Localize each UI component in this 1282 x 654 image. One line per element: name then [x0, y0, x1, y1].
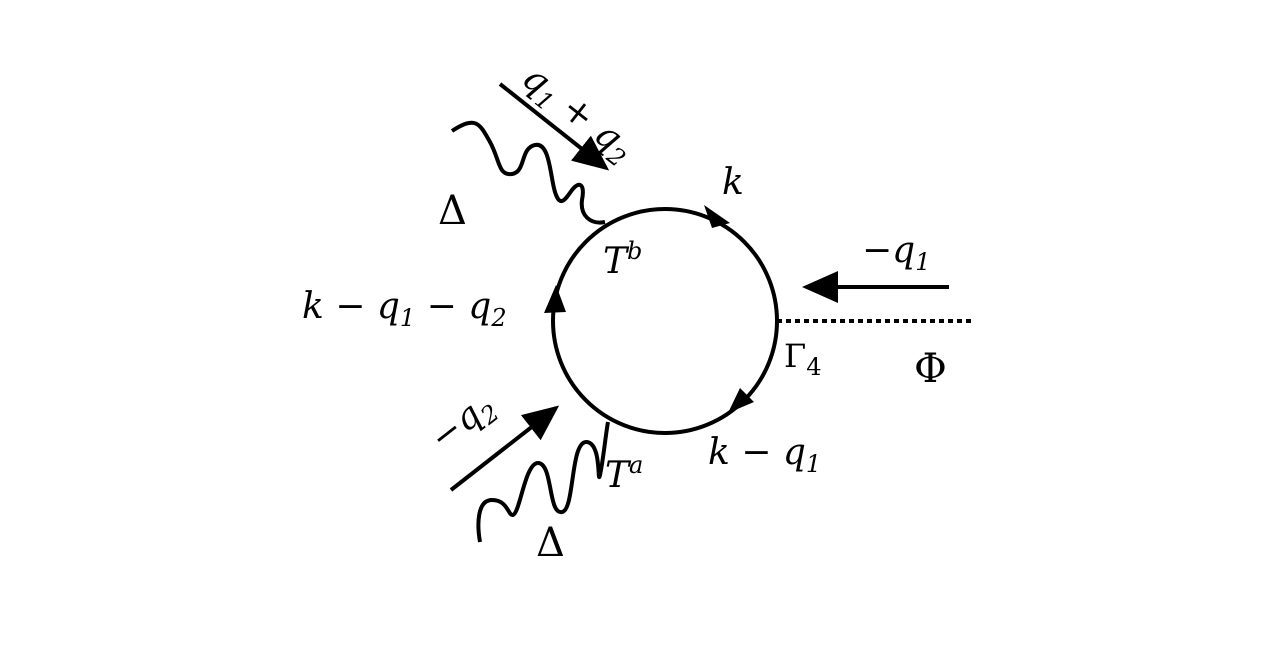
- momentum-label-minus-q2: −q2: [422, 385, 504, 463]
- momentum-label-q1-plus-q2: q1 + q2: [511, 57, 642, 173]
- label-k-minus-q1: k − q1: [708, 432, 821, 478]
- momentum-arrow-top: [498, 82, 610, 171]
- label-k-minus-q1-minus-q2: k − q1 − q2: [302, 286, 507, 332]
- loop-arrow-top: [704, 205, 730, 228]
- vertex-label-tb: Tb: [603, 237, 642, 282]
- momentum-label-minus-q1: −q1: [862, 230, 931, 276]
- label-delta-top: Δ: [438, 188, 467, 234]
- loop-arrow-bottom: [728, 388, 754, 413]
- vertex-label-gamma4: Γ4: [784, 337, 821, 381]
- label-delta-bottom: Δ: [536, 520, 565, 566]
- label-phi: Φ: [914, 346, 947, 392]
- vertex-label-ta: Ta: [605, 451, 643, 496]
- loop-arrow-left: [544, 285, 566, 313]
- momentum-arrow-bottom: [449, 405, 560, 492]
- top-wavy-line: [450, 120, 606, 225]
- label-k-top: k: [722, 162, 744, 203]
- bottom-wavy-line: [476, 421, 610, 543]
